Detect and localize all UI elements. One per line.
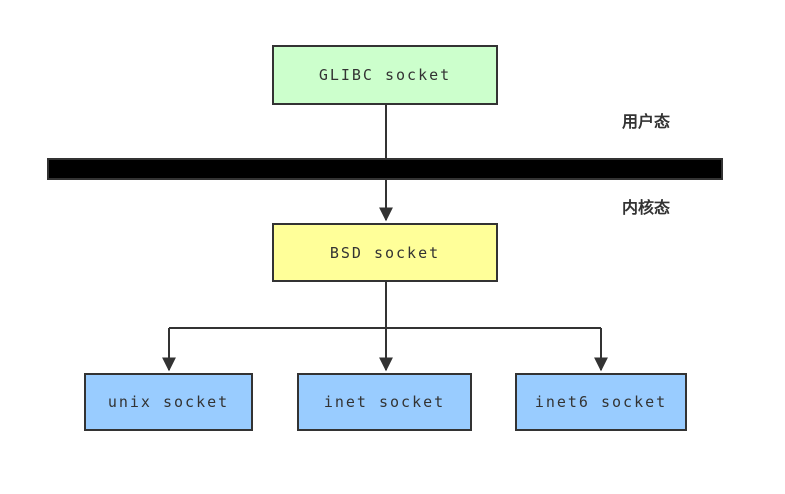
node-bsd-socket-label: BSD socket [329,243,441,262]
node-unix-socket-label: unix socket [107,393,230,411]
node-glibc-socket: GLIBC socket [272,45,498,105]
node-glibc-socket-label: GLIBC socket [318,66,452,84]
node-bsd-socket: BSD socket [272,223,498,282]
user-mode-label: 用户态 [621,112,670,131]
node-inet6-socket: inet6 socket [515,373,687,431]
node-inet-socket: inet socket [297,373,472,431]
node-unix-socket: unix socket [84,373,253,431]
kernel-mode-label: 内核态 [621,198,670,217]
node-inet6-socket-label: inet6 socket [534,393,668,411]
user-kernel-divider-bar [47,158,723,180]
node-inet-socket-label: inet socket [323,393,446,411]
